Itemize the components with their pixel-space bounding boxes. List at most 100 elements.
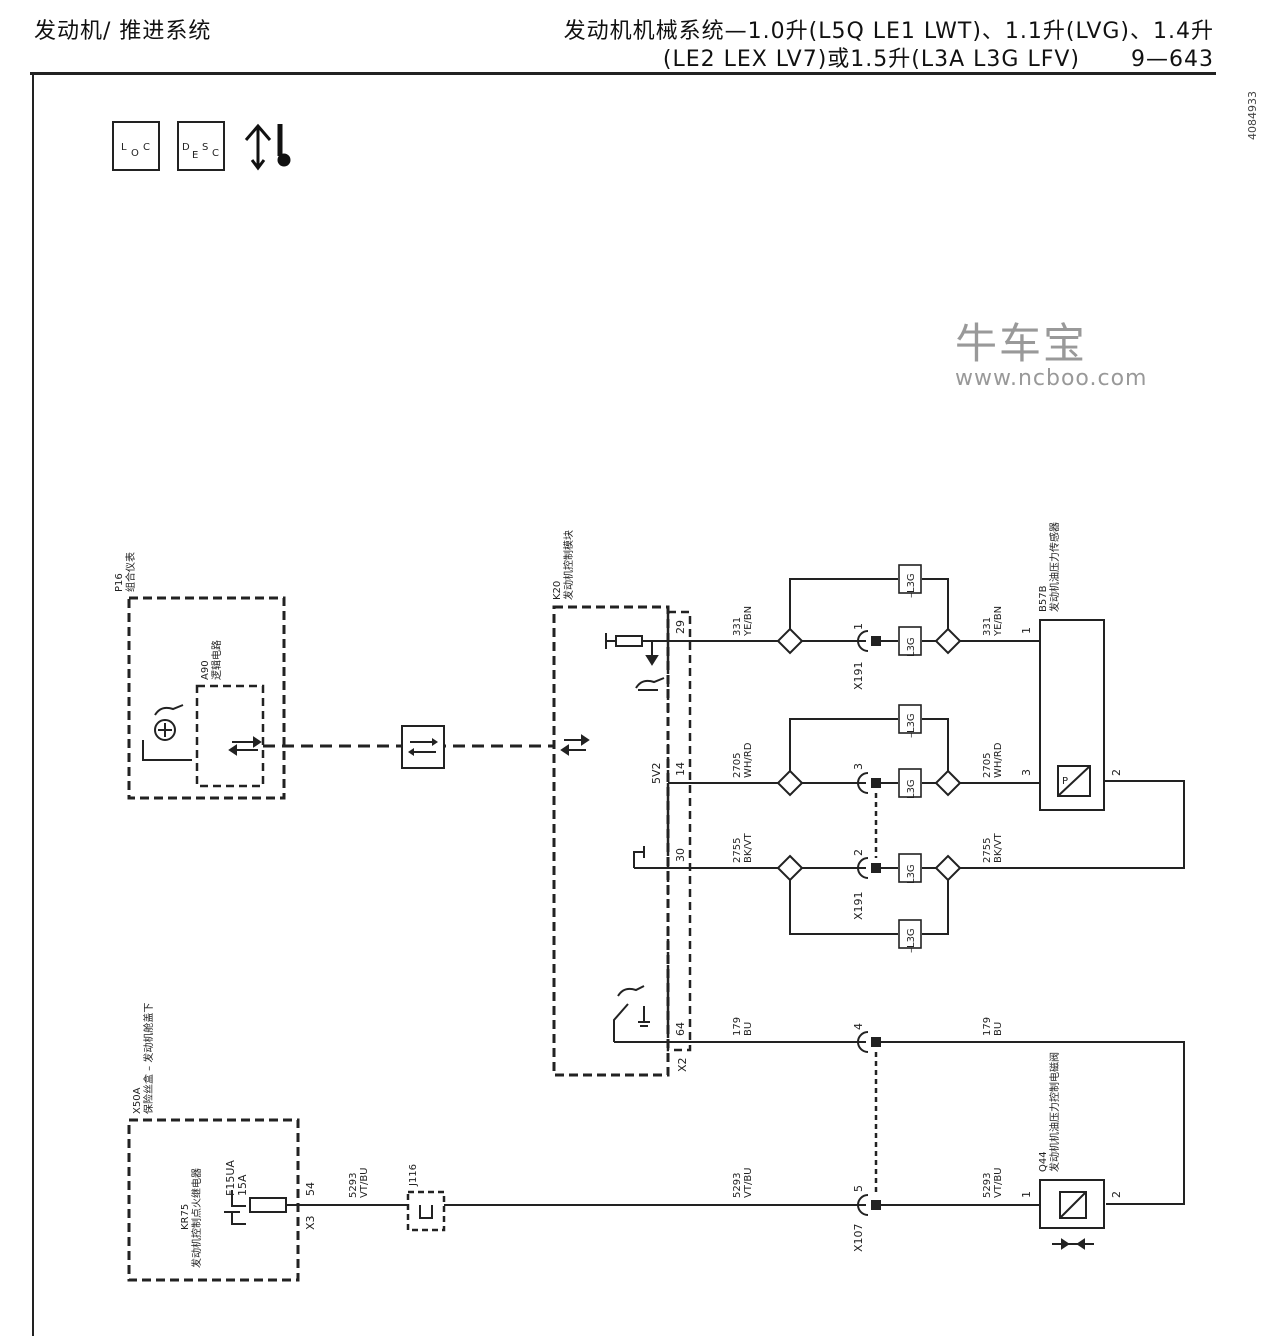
k20-name: 发动机控制模块 xyxy=(562,530,575,600)
description-icon: D E S C xyxy=(177,121,225,171)
oil-pressure-icon-k20 xyxy=(635,677,665,691)
pin-q44-1: 1 xyxy=(1020,1191,1033,1198)
option-without-l3g-1: –L3G xyxy=(906,573,917,598)
watermark-brand: 牛车宝 xyxy=(955,319,1088,368)
pin-k20-30: 30 xyxy=(674,848,687,862)
section-title: 发动机/ 推进系统 xyxy=(34,19,212,44)
svg-text:S: S xyxy=(202,142,208,153)
pin-q44-2: 2 xyxy=(1110,1191,1123,1198)
x3-label: X3 xyxy=(304,1215,317,1230)
engine-oil-pressure-icon xyxy=(244,123,291,171)
x191-connectors xyxy=(857,630,881,879)
wire-5293-path xyxy=(286,1194,1040,1216)
pin-k20-64: 64 xyxy=(674,1022,687,1036)
wire-2705-color-left: WH/RD xyxy=(743,742,754,778)
signal-wires xyxy=(692,578,1185,935)
pin-b57b-2: 2 xyxy=(1110,769,1123,776)
wire-2705-circuit-right: 2705 xyxy=(982,753,993,778)
wire-5293-circuit-1: 5293 xyxy=(348,1173,359,1198)
p16-name: 组合仪表 xyxy=(124,552,137,592)
pin-x191-1: 1 xyxy=(852,623,865,630)
location-icon: L O C xyxy=(112,121,160,171)
pin-x107-5: 5 xyxy=(852,1185,865,1192)
pin-x191-2: 2 xyxy=(852,849,865,856)
wire-179-color-right: BU xyxy=(993,1022,1004,1036)
x50a-fuse-box xyxy=(127,1118,300,1282)
k20-signal-input-icon xyxy=(605,633,692,666)
pin-b57b-3: 3 xyxy=(1020,769,1033,776)
watermark-url: www.ncboo.com xyxy=(955,366,1148,391)
pin-k20-14: 14 xyxy=(674,762,687,776)
wire-5293-color-2: VT/BU xyxy=(743,1168,754,1199)
wire-2705-color-right: WH/RD xyxy=(993,742,1004,778)
p16-instrument-cluster-box xyxy=(127,596,286,800)
option-l3g-2: L3G xyxy=(906,779,917,799)
option-without-l3g-3: –L3G xyxy=(906,928,917,953)
fuse-f15ua-icon xyxy=(249,1197,287,1213)
wire-2755-color-right: BK/VT xyxy=(993,832,1004,863)
header-rule xyxy=(30,72,1216,75)
p16-id: P16 xyxy=(114,573,125,592)
k20-5v2-label: 5V2 xyxy=(650,762,663,784)
wire-331-circuit-left: 331 xyxy=(732,617,743,636)
k20-id: K20 xyxy=(552,581,563,600)
svg-text:C: C xyxy=(143,142,150,153)
bidirectional-data-icon xyxy=(228,736,262,756)
wire-2755-circuit-left: 2755 xyxy=(732,838,743,863)
option-l3g-3: L3G xyxy=(906,864,917,884)
j116-label: J116 xyxy=(408,1164,419,1187)
pressure-sensor-icon: P xyxy=(1057,765,1091,797)
q44-id: Q44 xyxy=(1038,1151,1049,1172)
j116-splice-icon xyxy=(419,1205,433,1219)
chapter-title-line2: (LE2 LEX LV7)或1.5升(L3A L3G LFV) xyxy=(662,47,1080,72)
pin-x107-4: 4 xyxy=(852,1023,865,1030)
relay-contact-icon xyxy=(224,1190,246,1225)
svg-text:D: D xyxy=(182,142,190,153)
x191-label-bottom: X191 xyxy=(852,891,865,920)
wire-179-path xyxy=(692,1031,1185,1205)
x2-connector-box xyxy=(666,610,692,1052)
option-without-l3g-2: –L3G xyxy=(906,713,917,738)
j116-splice-pack xyxy=(406,1190,446,1232)
solenoid-coil-icon xyxy=(1059,1191,1087,1219)
option-l3g-1: L3G xyxy=(906,637,917,657)
pin-k20-29: 29 xyxy=(674,620,687,634)
wire-179-color-left: BU xyxy=(743,1022,754,1036)
x50a-name: 保险丝盒 – 发动机舱盖下 xyxy=(142,1003,155,1114)
x107-label: X107 xyxy=(852,1223,865,1252)
wire-2705-circuit-left: 2705 xyxy=(732,753,743,778)
x191-label-top: X191 xyxy=(852,661,865,690)
option-boxes xyxy=(898,564,922,949)
pin-b57b-1: 1 xyxy=(1020,627,1033,634)
wire-179-circuit-right: 179 xyxy=(982,1017,993,1036)
svg-text:C: C xyxy=(212,148,219,159)
ecm-data-arrows-icon xyxy=(560,734,590,756)
svg-text:L: L xyxy=(121,142,127,153)
pin-x50a-54: 54 xyxy=(304,1182,317,1196)
wire-5293-color-3: VT/BU xyxy=(993,1168,1004,1199)
pin-x191-3: 3 xyxy=(852,763,865,770)
a90-name: 逻辑电路 xyxy=(210,640,223,680)
b57b-id: B57B xyxy=(1038,585,1049,612)
svg-text:O: O xyxy=(131,148,139,159)
svg-text:E: E xyxy=(192,150,198,161)
serial-data-gateway-icon xyxy=(401,725,445,769)
wire-331-color-right: YE/BN xyxy=(993,606,1004,637)
wire-2755-circuit-right: 2755 xyxy=(982,838,993,863)
a90-id: A90 xyxy=(200,660,211,680)
svg-text:P: P xyxy=(1062,776,1068,787)
solenoid-driver-icon xyxy=(613,985,692,1043)
valve-arrows-icon xyxy=(1052,1238,1094,1250)
wire-2755-color-left: BK/VT xyxy=(743,832,754,863)
k20-ecm-box xyxy=(552,605,670,1077)
oil-warning-lamp-icon xyxy=(142,704,192,761)
kr75-id: KR75 xyxy=(180,1204,191,1230)
wire-5293-circuit-2: 5293 xyxy=(732,1173,743,1198)
fuse-id: F15UA xyxy=(224,1160,237,1196)
page-number: 9—643 xyxy=(1131,47,1214,72)
ground-reference-icon xyxy=(633,846,645,868)
q44-name: 发动机机油压力控制电磁阀 xyxy=(1048,1052,1061,1172)
a90-logic-circuit-box xyxy=(195,684,265,788)
wire-5293-circuit-3: 5293 xyxy=(982,1173,993,1198)
